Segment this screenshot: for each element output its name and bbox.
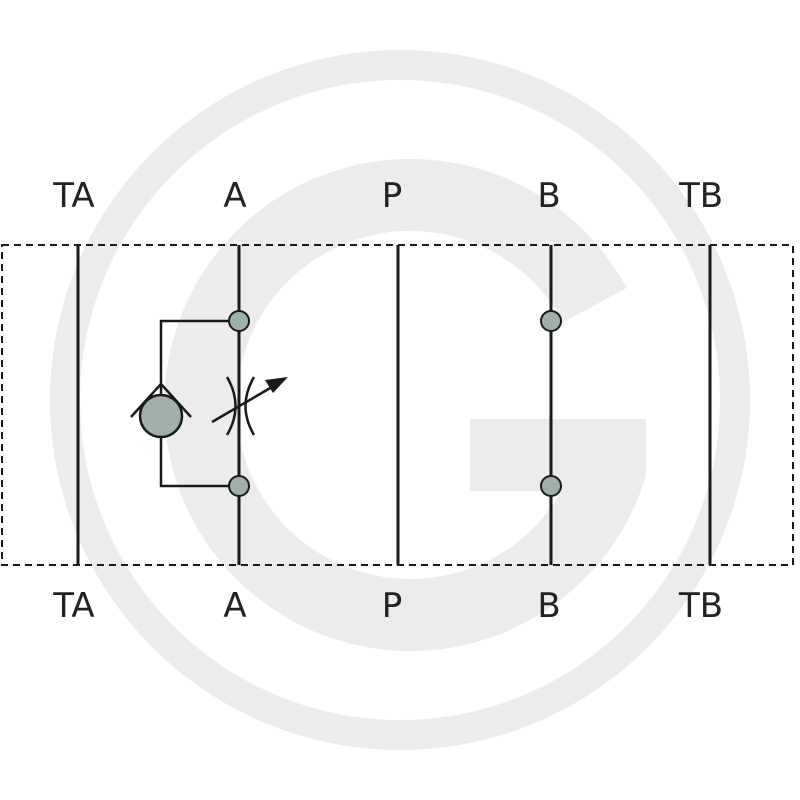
connection-dot-b-upper [540, 310, 562, 332]
port-label-bottom-tb: TB [678, 586, 723, 626]
port-label-bottom-a: A [223, 586, 246, 626]
watermark-ring [50, 50, 750, 750]
port-label-bottom-b: B [537, 586, 560, 626]
port-label-top-a: A [223, 176, 246, 216]
check-valve-icon [130, 319, 239, 488]
watermark-letter-g [164, 158, 646, 651]
adjustable-throttle-icon [211, 376, 288, 436]
check-valve-ball [138, 393, 184, 439]
bypass-line-lower [159, 436, 239, 488]
connection-dot-a-lower [228, 475, 250, 497]
bypass-line-upper [159, 319, 239, 395]
port-label-top-p: P [382, 176, 403, 216]
check-valve-seat [130, 382, 192, 418]
connection-dot-b-lower [540, 475, 562, 497]
port-label-bottom-p: P [382, 586, 403, 626]
connection-dot-a-upper [228, 310, 250, 332]
throttle-arc-right [244, 376, 256, 436]
port-label-bottom-ta: TA [52, 586, 94, 626]
throttle-arc-left [225, 376, 237, 436]
throttle-adjust-arrow-shaft [211, 385, 273, 424]
port-label-top-ta: TA [52, 176, 94, 216]
port-label-top-tb: TB [678, 176, 723, 216]
port-label-top-b: B [537, 176, 560, 216]
gg-watermark-logo [50, 50, 750, 750]
throttle-adjust-arrow-head [265, 377, 288, 393]
